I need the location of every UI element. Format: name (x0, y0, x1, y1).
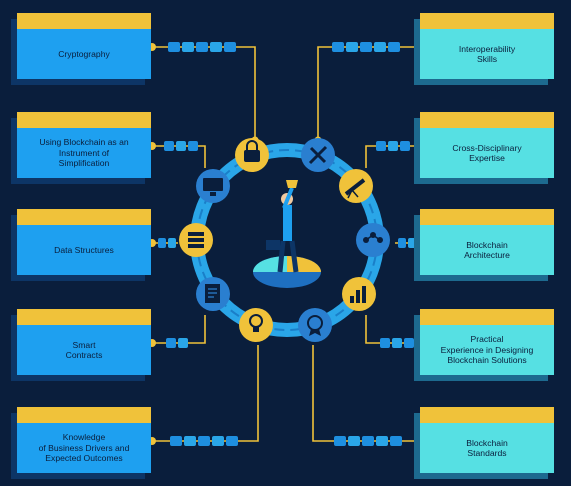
telescope-icon (339, 169, 373, 203)
card-label: Knowledge of Business Drivers and Expect… (38, 432, 130, 464)
chain-links (158, 42, 416, 446)
design-chart-icon (342, 277, 376, 311)
standards-badge-icon (298, 308, 332, 342)
card-label: Cross-Disciplinary Expertise (452, 142, 522, 164)
card-label: Data Structures (54, 244, 114, 255)
card-cryptography: Cryptography (11, 13, 151, 85)
card-label: Practical Experience in Designing Blockc… (440, 334, 534, 366)
ring-icons (179, 138, 390, 342)
card-smart-contracts: Smart Contracts (11, 309, 151, 381)
connector-business-drivers (152, 345, 259, 442)
card-interoperability: Interoperability Skills (414, 13, 554, 85)
card-business-drivers: Knowledge of Business Drivers and Expect… (11, 407, 151, 479)
businessman-raising-trophy-icon (253, 180, 321, 288)
card-cross-disciplinary: Cross-Disciplinary Expertise (414, 112, 554, 184)
connector-standards (312, 345, 420, 442)
card-architecture: Blockchain Architecture (414, 209, 554, 281)
card-simplification: Using Blockchain as an Instrument of Sim… (11, 112, 151, 184)
card-label: Blockchain Architecture (464, 239, 510, 261)
monitor-icon (196, 169, 230, 203)
card-standards: Blockchain Standards (414, 407, 554, 479)
card-label: Smart Contracts (65, 339, 103, 361)
interoperability-tools-icon (301, 138, 335, 172)
architecture-network-icon (356, 223, 390, 257)
card-label: Blockchain Standards (466, 437, 508, 459)
card-label: Interoperability Skills (458, 43, 516, 65)
card-practical-experience: Practical Experience in Designing Blockc… (414, 309, 554, 381)
card-label: Using Blockchain as an Instrument of Sim… (39, 137, 129, 169)
business-idea-icon (239, 308, 273, 342)
data-structures-icon (179, 223, 213, 257)
contract-document-icon (196, 277, 230, 311)
card-data-structures: Data Structures (11, 209, 151, 281)
connector-cryptography (152, 46, 256, 140)
connector-interoperability (317, 46, 420, 140)
card-label: Cryptography (58, 48, 110, 59)
crypto-lock-icon (235, 138, 269, 172)
